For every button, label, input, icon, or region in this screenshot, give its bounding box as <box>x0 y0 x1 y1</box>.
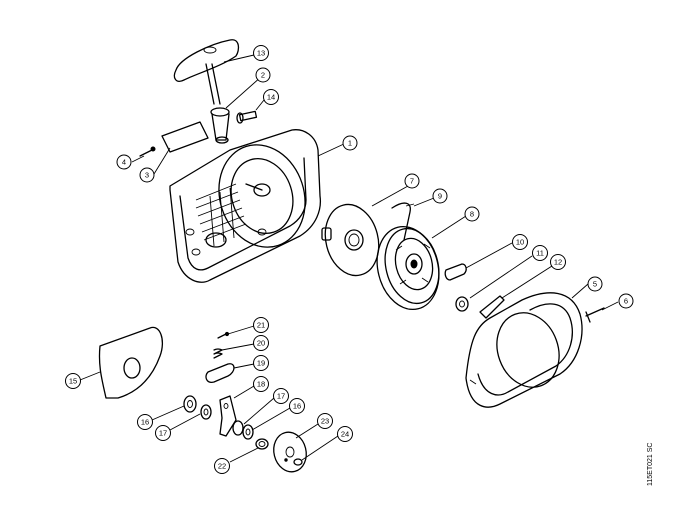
callout-7: 7 <box>404 173 420 189</box>
guide-disc <box>321 203 380 277</box>
washer-b <box>242 424 254 440</box>
callout-16: 16 <box>137 414 153 430</box>
callout-20: 20 <box>253 335 269 351</box>
callout-8: 8 <box>464 206 480 222</box>
callout-22: 22 <box>214 458 230 474</box>
washer-a <box>183 395 197 413</box>
nut <box>293 458 303 466</box>
callout-label: 21 <box>257 321 265 330</box>
clip <box>205 363 235 383</box>
reference-code: 115ET021 SC <box>647 443 654 486</box>
callout-13: 13 <box>253 45 269 61</box>
callout-4: 4 <box>116 154 132 170</box>
callout-label: 13 <box>257 49 265 58</box>
callout-label: 20 <box>257 339 265 348</box>
callout-1: 1 <box>342 135 358 151</box>
callout-11: 11 <box>532 245 548 261</box>
callout-24: 24 <box>337 426 353 442</box>
flywheel-disc <box>273 431 307 473</box>
callout-16-b: 16 <box>289 398 305 414</box>
spacer-a <box>200 404 212 420</box>
callout-label: 19 <box>257 359 265 368</box>
callout-label: 16 <box>141 418 149 427</box>
callout-3: 3 <box>139 167 155 183</box>
rope-guide <box>210 107 230 144</box>
bushing <box>255 438 269 450</box>
callout-label: 4 <box>122 158 126 167</box>
callout-label: 6 <box>624 297 628 306</box>
callout-label: 24 <box>341 430 349 439</box>
callout-9: 9 <box>432 188 448 204</box>
callout-18: 18 <box>253 376 269 392</box>
callout-label: 23 <box>321 417 329 426</box>
baffle-plate <box>98 326 164 399</box>
lever <box>219 395 237 437</box>
callout-label: 1 <box>348 139 352 148</box>
callout-12: 12 <box>550 254 566 270</box>
callout-label: 14 <box>267 93 275 102</box>
callout-6: 6 <box>618 293 634 309</box>
callout-14: 14 <box>263 89 279 105</box>
rewind-spring <box>376 225 440 311</box>
callout-21: 21 <box>253 317 269 333</box>
coil-spring <box>213 348 223 359</box>
spring-strip <box>479 295 505 319</box>
callout-label: 3 <box>145 171 149 180</box>
callout-label: 12 <box>554 258 562 267</box>
label-plate <box>161 121 209 153</box>
callout-label: 17 <box>159 429 167 438</box>
starter-grip <box>173 39 240 105</box>
spacer-b <box>232 420 244 436</box>
callout-label: 11 <box>536 249 544 258</box>
cover-screw <box>585 307 605 323</box>
callout-label: 9 <box>438 192 442 201</box>
callout-label: 15 <box>69 377 77 386</box>
callout-label: 10 <box>516 238 524 247</box>
fan-housing <box>169 129 322 283</box>
callout-label: 2 <box>261 71 265 80</box>
callout-label: 17 <box>277 392 285 401</box>
callout-label: 22 <box>218 462 226 471</box>
pawl <box>444 263 467 281</box>
callout-label: 16 <box>293 402 301 411</box>
callout-17: 17 <box>155 425 171 441</box>
pin <box>217 331 230 339</box>
washer <box>455 296 469 312</box>
callout-15: 15 <box>65 373 81 389</box>
housing-screw <box>236 110 258 124</box>
fan-cover <box>465 292 583 408</box>
callout-10: 10 <box>512 234 528 250</box>
callout-19: 19 <box>253 355 269 371</box>
callout-label: 8 <box>470 210 474 219</box>
spring-clip <box>391 202 415 241</box>
callout-2: 2 <box>255 67 271 83</box>
callout-23: 23 <box>317 413 333 429</box>
callout-label: 5 <box>593 280 597 289</box>
leader-lines <box>79 54 619 463</box>
callout-label: 18 <box>257 380 265 389</box>
callout-label: 7 <box>410 177 414 186</box>
callout-5: 5 <box>587 276 603 292</box>
plate-screw <box>139 146 156 157</box>
callout-17-b: 17 <box>273 388 289 404</box>
